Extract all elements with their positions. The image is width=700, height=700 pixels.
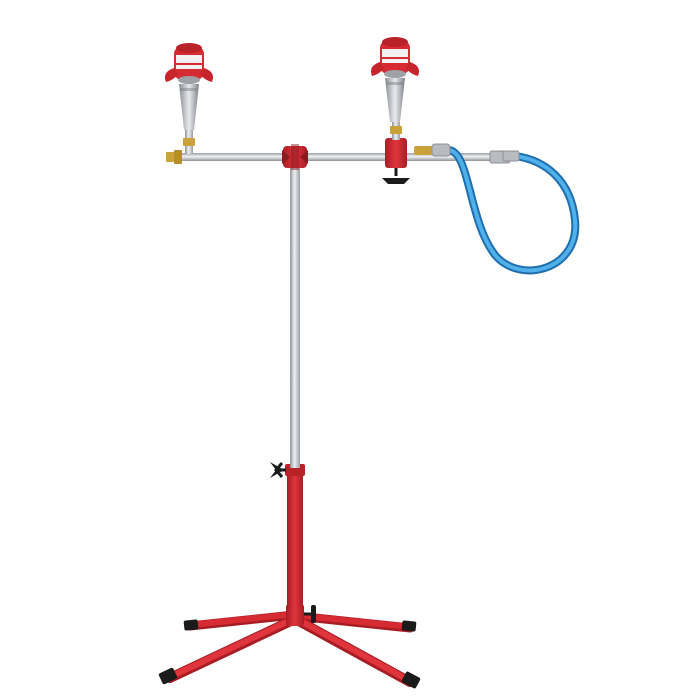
base-lock-knob-icon[interactable] — [304, 605, 316, 623]
spray-gun-right — [371, 37, 419, 184]
base-leg-left — [183, 610, 299, 631]
spray-gun-left — [165, 43, 213, 154]
base-leg-front-right — [292, 615, 421, 689]
center-clamp — [282, 144, 308, 170]
height-adjust-knob-icon[interactable] — [270, 462, 286, 478]
lower-red-tube — [287, 470, 303, 610]
air-hose — [414, 143, 580, 275]
stand-column — [285, 168, 305, 610]
tripod-base — [158, 604, 421, 689]
gun-mount-knob-icon[interactable] — [382, 168, 410, 184]
upper-chrome-tube — [290, 168, 300, 468]
base-leg-front-left — [158, 615, 298, 685]
